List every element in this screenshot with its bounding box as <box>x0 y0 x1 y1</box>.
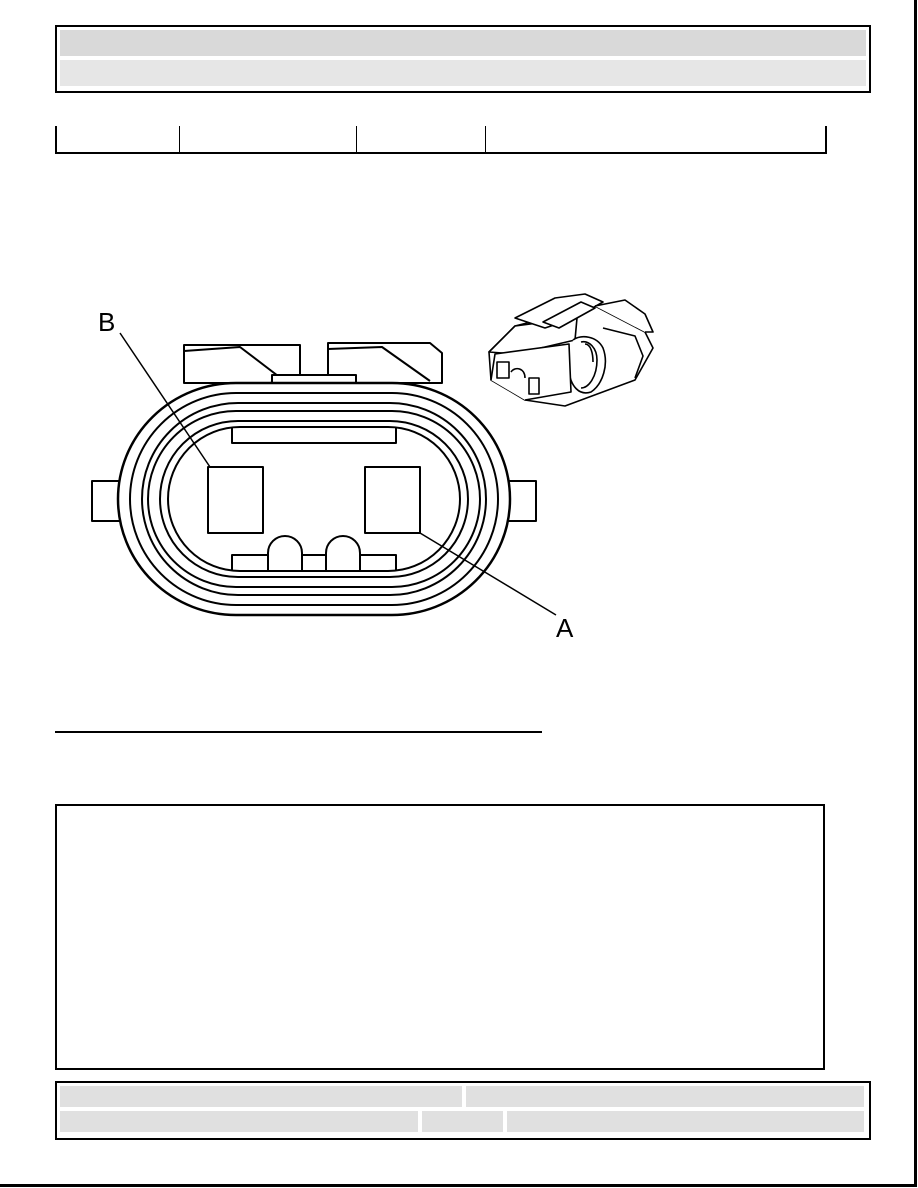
content-box <box>55 804 825 1070</box>
footer-bottom-right-cell <box>507 1111 864 1132</box>
connector-illustration <box>488 293 654 407</box>
table-cell-2 <box>180 126 357 152</box>
connector-face-diagram: B A <box>91 307 574 643</box>
connector-info-table <box>55 126 827 154</box>
section-divider <box>55 731 542 733</box>
document-header <box>55 25 871 93</box>
table-cell-3 <box>357 126 486 152</box>
table-cell-1 <box>57 126 180 152</box>
document-footer <box>55 1081 871 1140</box>
callout-a-label: A <box>556 613 574 643</box>
callout-b-label: B <box>98 307 115 337</box>
footer-bottom-left-cell <box>60 1111 418 1132</box>
footer-right-cell <box>466 1086 864 1107</box>
footer-left-cell <box>60 1086 462 1107</box>
header-subtitle-row <box>60 60 866 86</box>
header-title-row <box>60 30 866 56</box>
footer-bottom-middle-cell <box>422 1111 503 1132</box>
table-cell-4 <box>486 126 823 152</box>
